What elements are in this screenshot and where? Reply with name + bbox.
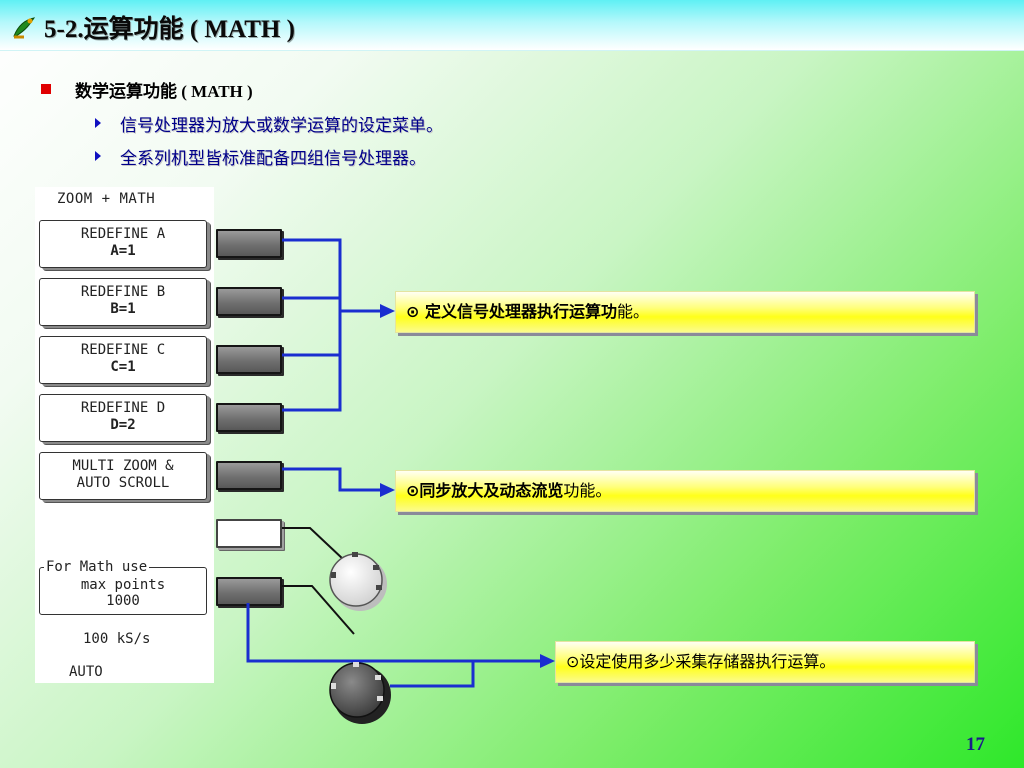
triangle-bullet-icon xyxy=(95,151,101,161)
redefine-b-softkey[interactable]: REDEFINE B B=1 xyxy=(39,278,207,326)
knob-icon xyxy=(329,552,387,611)
softkey-value: D=2 xyxy=(110,417,136,433)
redefine-c-softkey[interactable]: REDEFINE C C=1 xyxy=(39,336,207,384)
softkey-label: MULTI ZOOM & xyxy=(72,458,174,474)
softkey-label: REDEFINE D xyxy=(80,400,166,416)
section-heading: 数学运算功能 ( MATH ) xyxy=(75,82,253,101)
title-bar: 5-2.运算功能 ( MATH ) xyxy=(0,0,1024,51)
redefine-d-softkey[interactable]: REDEFINE D D=2 xyxy=(39,394,207,442)
callout-bold xyxy=(556,652,566,671)
softkey-label: REDEFINE C xyxy=(80,342,166,358)
callout-multi-zoom: ⊙同步放大及动态流览功能。 xyxy=(395,470,975,512)
callout-normal: 功能。 xyxy=(563,481,612,500)
hardkey-blank[interactable] xyxy=(216,519,282,548)
callout-bold: ⊙同步放大及动态流览 xyxy=(406,481,564,500)
hardkey-b[interactable] xyxy=(216,287,282,316)
max-points-box[interactable]: For Math use max points 1000 xyxy=(39,559,207,615)
scope-menu-panel: ZOOM + MATH REDEFINE A A=1 REDEFINE B B=… xyxy=(35,187,214,683)
callout-normal: ⊙设定使用多少采集存储器执行运算。 xyxy=(566,652,836,671)
softkey-value: A=1 xyxy=(110,243,136,259)
slide-title: 5-2.运算功能 ( MATH ) xyxy=(44,16,295,43)
callout-max-points: ⊙设定使用多少采集存储器执行运算。 xyxy=(555,641,975,683)
redefine-a-softkey[interactable]: REDEFINE A A=1 xyxy=(39,220,207,268)
softkey-label: REDEFINE B xyxy=(80,284,166,300)
softkey-value: B=1 xyxy=(110,301,136,317)
max-points-label: For Math use xyxy=(44,559,150,575)
callout-redefine: ⊙ 定义信号处理器执行运算功能。 xyxy=(395,291,975,333)
square-bullet-icon xyxy=(41,84,51,94)
bullet-2: 全系列机型皆标准配备四组信号处理器。 xyxy=(120,149,426,168)
triangle-bullet-icon xyxy=(95,118,101,128)
hardkey-a[interactable] xyxy=(216,229,282,258)
hardkey-multi-zoom[interactable] xyxy=(216,461,282,490)
knob-icon xyxy=(329,662,391,724)
acquisition-mode: AUTO xyxy=(69,664,103,680)
bullet-1: 信号处理器为放大或数学运算的设定菜单。 xyxy=(120,116,443,135)
softkey-label: REDEFINE A xyxy=(80,226,166,242)
max-points-value: 1000 xyxy=(106,593,140,609)
softkey-label: AUTO SCROLL xyxy=(76,475,170,491)
softkey-value: C=1 xyxy=(110,359,136,375)
menu-title: ZOOM + MATH xyxy=(57,191,156,207)
callout-normal: 能。 xyxy=(616,302,649,321)
leaf-logo-icon xyxy=(13,17,36,39)
hardkey-c[interactable] xyxy=(216,345,282,374)
sample-rate: 100 kS/s xyxy=(83,631,151,647)
callout-bold: ⊙ 定义信号处理器执行运算功 xyxy=(406,302,617,321)
max-points-text: max points xyxy=(80,577,166,593)
page-number: 17 xyxy=(966,734,985,755)
multi-zoom-softkey[interactable]: MULTI ZOOM & AUTO SCROLL xyxy=(39,452,207,500)
hardkey-d[interactable] xyxy=(216,403,282,432)
